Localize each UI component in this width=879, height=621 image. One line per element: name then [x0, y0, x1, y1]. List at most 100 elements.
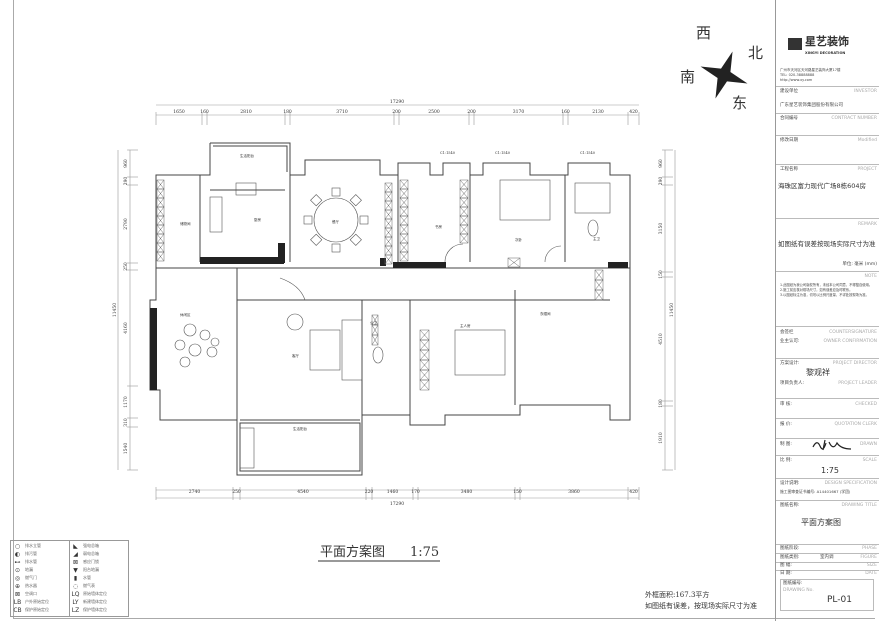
- note-line: 3.以图纸标注为准，切勿以比例尺度量，不详处按现场为准。: [780, 293, 869, 297]
- quotation-en: QUOTATION CLERK: [834, 422, 878, 427]
- dimension-label: 1650: [173, 109, 185, 115]
- legend-symbol-icon: ⊙: [14, 566, 21, 574]
- legend-label: 感应门锁: [83, 559, 99, 564]
- legend-divider: [69, 541, 70, 616]
- room-label: 主人房: [460, 323, 471, 328]
- dimension-label: 170: [411, 489, 420, 495]
- dimension-label: 2740: [189, 489, 201, 495]
- dimension-label: 3480: [461, 489, 473, 495]
- dining-table: [313, 197, 359, 243]
- leisure-seat: [210, 337, 220, 347]
- legend-item: ◢ 弱电总箱: [71, 550, 99, 558]
- dimension-label: 960: [123, 159, 129, 168]
- drawing-number-box: 图纸编号: DRAWING No. PL-01: [780, 579, 874, 611]
- project-name: 海珠区富力现代广场8栋604房: [778, 182, 867, 190]
- toilet: [587, 219, 599, 237]
- legend-symbol-icon: ⊠: [72, 558, 79, 566]
- legend-item: ⊙地漏: [13, 566, 33, 574]
- director-name: 黎观祥: [806, 368, 830, 377]
- room-label: 次卧: [515, 237, 523, 242]
- owner-en: OWNER CONFIRMATION: [823, 339, 877, 344]
- room-label: 储物间: [180, 221, 191, 226]
- dimension-label: 1170: [123, 396, 129, 408]
- legend-label: 排污管: [25, 551, 37, 556]
- investor-value: 广东星艺装饰集团股份有限公司: [780, 103, 843, 108]
- room-label: 生活阳台: [240, 153, 254, 158]
- figure-en: FIGURE: [860, 555, 877, 560]
- legend-label: 排水立管: [25, 543, 41, 548]
- investor-en: INVESTOR: [854, 89, 877, 94]
- dining-chair: [331, 243, 341, 253]
- dimension-label: 2810: [240, 109, 252, 115]
- legend-symbol-icon: LZ: [71, 606, 80, 614]
- countersign-label: 会签栏: [780, 330, 794, 335]
- armchair: [286, 313, 304, 331]
- leisure-seat: [206, 346, 218, 358]
- leisure-seat: [188, 343, 202, 357]
- brand-logo-icon: [788, 38, 802, 50]
- room-label: 主卫: [593, 236, 601, 241]
- dimension-label: 1460: [387, 489, 399, 495]
- bed-master: [454, 329, 506, 376]
- sofa: [341, 319, 363, 381]
- coffee-table: [309, 329, 341, 371]
- legend-label: 水管: [83, 575, 91, 580]
- furniture: [174, 179, 611, 469]
- legend-symbol-icon: LB: [13, 598, 22, 606]
- title-block: 星艺装饰 XINGYI DECORATION 广州市天河区天河路星艺装饰大厦17…: [775, 0, 879, 621]
- legend-item: ◎燃气门: [13, 574, 37, 582]
- dimension-label: 3170: [513, 109, 525, 115]
- legend-item: ○ 排水立管: [13, 542, 41, 550]
- dimension-label: 160: [561, 109, 570, 115]
- dimension-label: 310: [123, 418, 129, 427]
- stove: [209, 196, 223, 233]
- legend-item: ⊠ 感应门锁: [71, 558, 99, 566]
- legend-label: 保护原始定位: [25, 607, 49, 612]
- legend-symbol-icon: ⊕: [14, 582, 21, 590]
- project-label: 工程名称: [780, 167, 798, 172]
- room-label: 餐厅: [332, 219, 340, 224]
- room-label: 厨房: [254, 217, 262, 222]
- compass-west: 西: [696, 24, 711, 42]
- legend-item: ◐排污管: [13, 550, 37, 558]
- dimension-label: 2500: [428, 109, 440, 115]
- investor-label: 建设单位: [780, 89, 798, 94]
- sink: [235, 182, 257, 196]
- drawing-title-label: 图纸名称:: [780, 503, 800, 508]
- director-label: 方案设计:: [780, 361, 800, 366]
- window-tag: C1:1540: [495, 151, 510, 155]
- deviation-note: 如图纸有误差，按现场实际尺寸为准: [645, 601, 757, 610]
- window-tag: C1:1540: [580, 151, 595, 155]
- dimension-label: 200: [392, 109, 401, 115]
- dimension-label: 960: [658, 159, 664, 168]
- dimension-label: 220: [365, 489, 374, 495]
- cabinets: [156, 179, 604, 391]
- drawing-no-label: 图纸编号:: [783, 581, 803, 586]
- drawn-en: DRAWN: [859, 442, 877, 447]
- dimension-label: 4160: [123, 322, 129, 334]
- legend-item: ▮水管: [71, 574, 91, 582]
- address-line: http://www.xy.com: [780, 78, 813, 82]
- door-swing: [544, 245, 562, 263]
- dining-chair: [349, 194, 362, 207]
- legend-symbol-icon: ○: [14, 542, 21, 550]
- dining-chair: [303, 215, 313, 225]
- legend-symbol-icon: ◢: [73, 550, 78, 558]
- drawing-scale: 1:75: [410, 545, 439, 560]
- dimension-label: 290: [658, 177, 664, 186]
- toilet: [372, 346, 384, 364]
- drawing-no-en: DRAWING No.: [783, 588, 814, 593]
- legend-label: 空调口: [25, 591, 37, 596]
- room-label: 公卫: [370, 320, 378, 325]
- dimension-label: 1910: [658, 432, 664, 444]
- bathtub: [574, 182, 611, 214]
- legend-item: ⊷排水管: [13, 558, 38, 566]
- dimension-label: 200: [467, 109, 476, 115]
- drawing-title: 平面方案图: [320, 544, 385, 560]
- legend-label: 弱电总箱: [83, 551, 99, 556]
- room-label: 客厅: [292, 353, 300, 358]
- dimension-label: 150: [513, 489, 522, 495]
- brand-name: 星艺装饰: [805, 35, 849, 48]
- dimension-total: 17290: [390, 501, 404, 507]
